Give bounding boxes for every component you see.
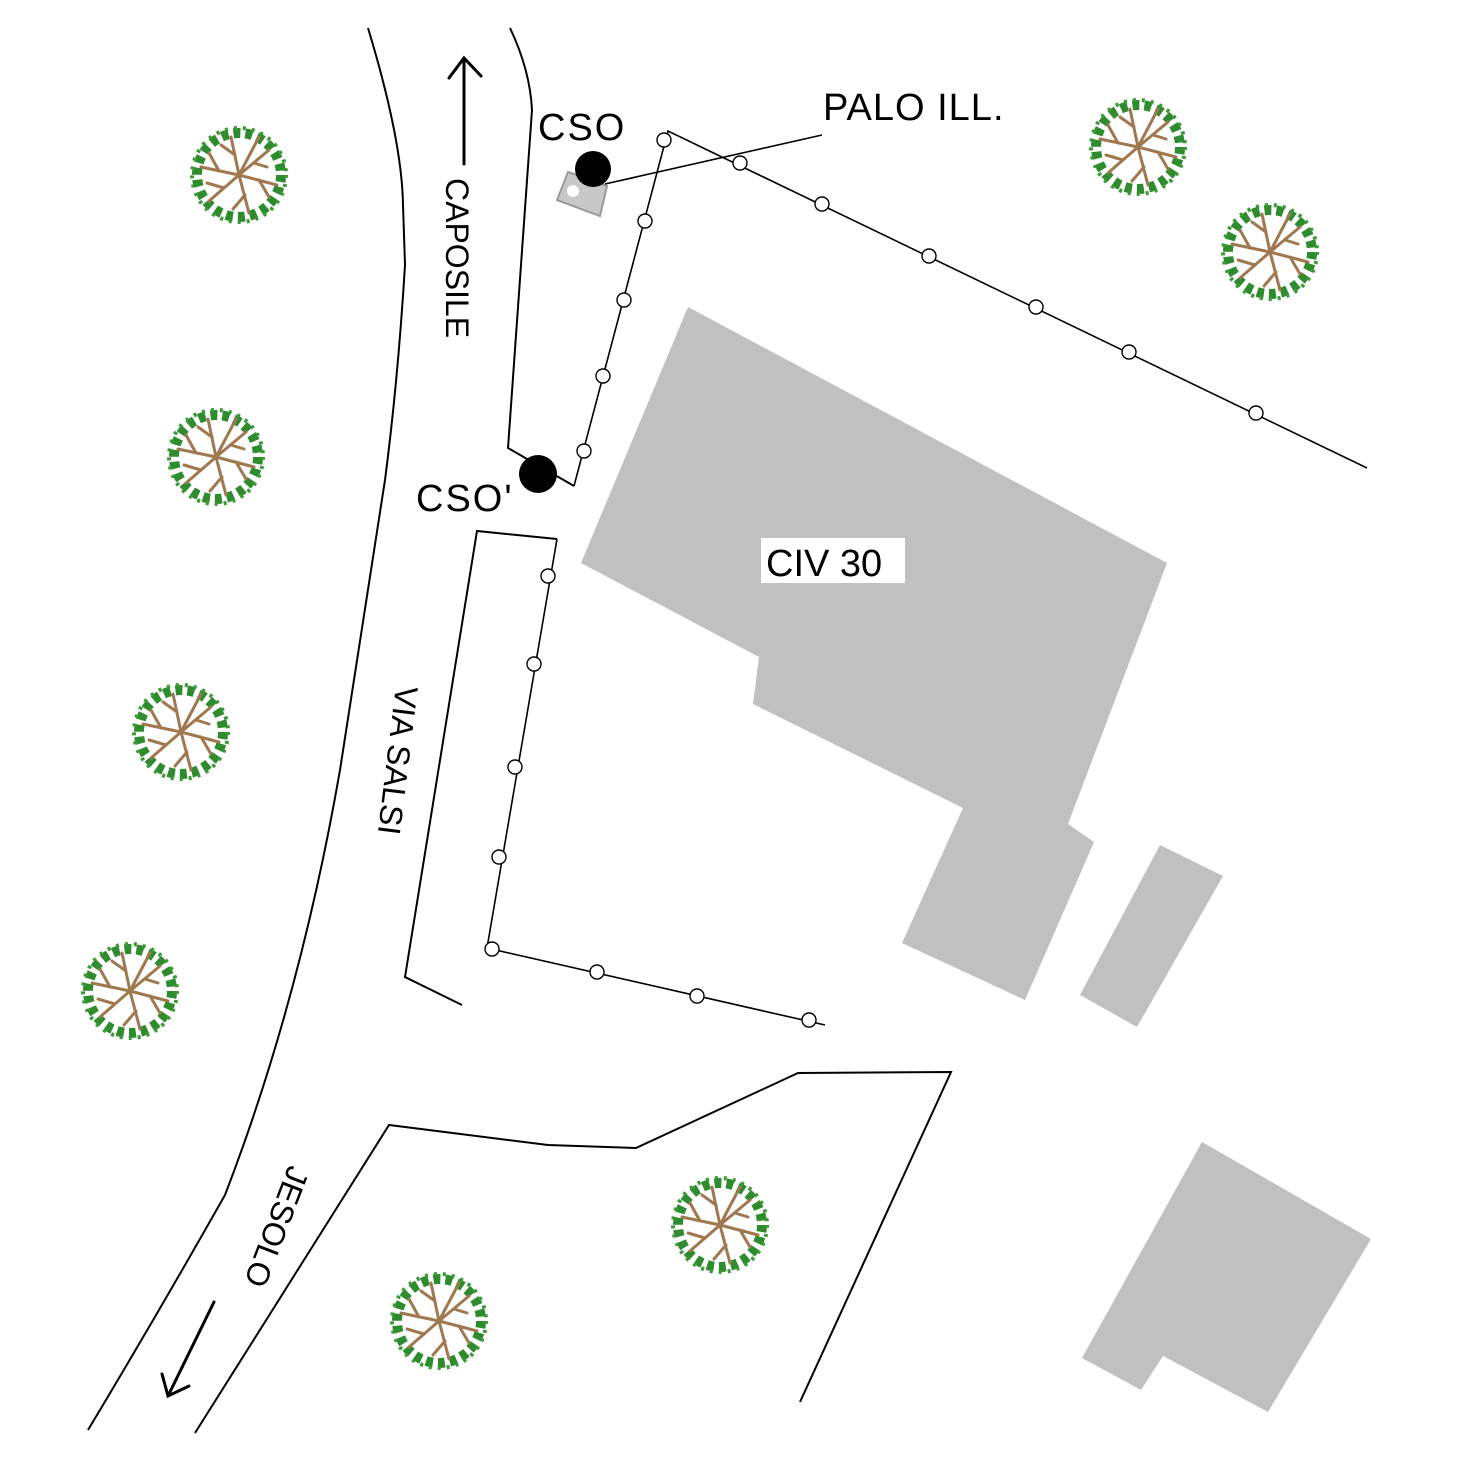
tree-icon [1223, 205, 1317, 299]
fence-post-icon [656, 132, 672, 148]
label-via-salsi: VIA SALSI [371, 684, 425, 837]
building-small-east [1080, 845, 1223, 1027]
label-jesolo: JESOLO [237, 1161, 316, 1292]
fence-post-icon [1248, 405, 1264, 421]
fence-post-icon [491, 849, 507, 865]
tree-icon [1091, 100, 1185, 194]
trees [83, 100, 1317, 1368]
road-lines [87, 27, 953, 1434]
fence-post-icon [689, 988, 705, 1004]
fence-post-icon [1028, 299, 1044, 315]
road-edge-east-upper [506, 27, 575, 487]
tree-icon [83, 944, 177, 1038]
fence-post-icon [616, 292, 632, 308]
fence-posts [484, 132, 1264, 1028]
fence-post-icon [526, 656, 542, 672]
fence-post-icon [637, 213, 653, 229]
building-southeast [1082, 1142, 1371, 1412]
fence-post-icon [576, 443, 592, 459]
fence-post-icon [801, 1012, 817, 1028]
tree-icon [392, 1274, 486, 1368]
label-cso-prime: CSO' [416, 478, 514, 520]
fence-post-icon [595, 368, 611, 384]
buildings [581, 307, 1371, 1412]
label-civ-30-background [761, 538, 905, 583]
fence-post-icon [507, 759, 523, 775]
direction-arrows [160, 55, 483, 1399]
fence-post-icon [484, 941, 500, 957]
palo-leader-line [604, 134, 823, 185]
fence-post-icon [732, 155, 748, 171]
road-edge-west [87, 27, 407, 1431]
road-edge-east-middle [403, 529, 558, 1006]
light-pole-lamp [567, 185, 579, 197]
building-civ-30 [581, 307, 1167, 1000]
tree-icon [169, 410, 263, 504]
tree-icon [192, 128, 286, 222]
tree-icon [134, 685, 228, 779]
label-civ-30: CIV 30 [766, 543, 882, 585]
road-edge-east-lower [194, 1070, 953, 1434]
fence-post-icon [921, 248, 937, 264]
arrow-southwest-icon [160, 1300, 216, 1399]
manhole-icon [575, 151, 611, 187]
fence-post-icon [1121, 344, 1137, 360]
fence-post-icon [540, 568, 556, 584]
manhole-icon [519, 455, 557, 493]
arrow-north-icon [447, 55, 483, 166]
label-caposile: CAPOSILE [439, 178, 475, 338]
fence-post-icon [589, 964, 605, 980]
label-palo-ill: PALO ILL. [823, 87, 1005, 129]
label-cso: CSO [538, 107, 626, 149]
tree-icon [673, 1178, 767, 1272]
fence-post-icon [814, 196, 830, 212]
